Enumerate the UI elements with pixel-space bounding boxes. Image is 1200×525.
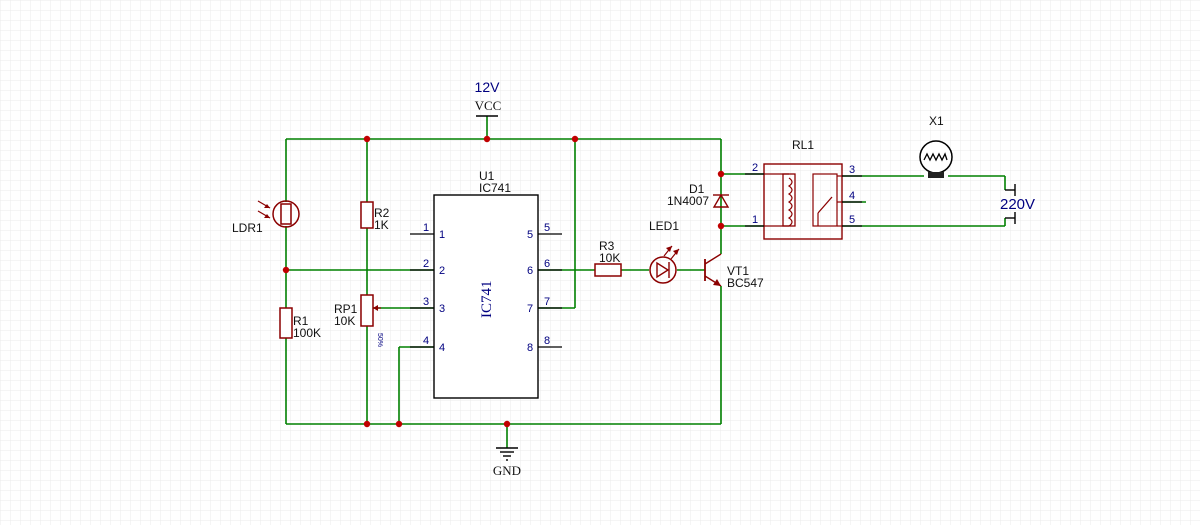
rp1-ref: RP1 <box>334 302 358 316</box>
rl1-pin-3: 3 <box>849 164 855 176</box>
u1-pin-4-name: 4 <box>439 342 445 354</box>
rp1-component[interactable]: RP1 10K 50% <box>334 294 383 347</box>
r1-value: 100K <box>293 326 321 340</box>
rl1-pin-4: 4 <box>849 190 855 202</box>
r1-ref: R1 <box>293 314 309 328</box>
rl1-ref: RL1 <box>792 138 814 152</box>
vt1-part: BC547 <box>727 276 764 290</box>
u1-pin-1-name: 1 <box>439 229 445 241</box>
u1-part: IC741 <box>479 181 511 195</box>
u1-pin-7-name: 7 <box>527 303 533 315</box>
u1-pin-3-name: 3 <box>439 303 445 315</box>
rp1-setting: 50% <box>376 333 383 347</box>
rl1-pin-5: 5 <box>849 214 855 226</box>
d1-component[interactable]: D1 1N4007 <box>667 182 730 208</box>
r1-component[interactable]: R1 100K <box>279 307 321 340</box>
gnd-label: GND <box>493 463 521 478</box>
u1-ref: U1 <box>479 169 495 183</box>
u1-pin-7-num: 7 <box>544 296 550 308</box>
vcc-label: VCC <box>475 98 502 113</box>
r3-component[interactable]: R3 10K <box>594 239 622 277</box>
vt1-ref: VT1 <box>727 264 749 278</box>
u1-pin-5-num: 5 <box>544 222 550 234</box>
d1-part: 1N4007 <box>667 194 709 208</box>
u1-pin-8-num: 8 <box>544 335 550 347</box>
r3-ref: R3 <box>599 239 615 253</box>
vcc-symbol[interactable]: 12V VCC <box>475 79 502 117</box>
u1-body-label: IC741 <box>479 281 495 319</box>
u1-pin-4-num: 4 <box>423 335 429 347</box>
u1-pin-2-num: 2 <box>423 258 429 270</box>
r3-value: 10K <box>599 251 620 265</box>
r2-ref: R2 <box>374 206 390 220</box>
r2-component[interactable]: R2 1K <box>360 201 390 232</box>
mains-source-component[interactable]: 220V <box>1000 184 1035 224</box>
ldr-component[interactable]: LDR1 <box>232 200 300 235</box>
u1-pin-6-name: 6 <box>527 265 533 277</box>
x1-lamp-component[interactable]: X1 <box>919 114 953 178</box>
wires <box>285 116 1006 448</box>
led1-ref: LED1 <box>649 219 679 233</box>
r2-value: 1K <box>374 218 389 232</box>
x1-ref: X1 <box>929 114 944 128</box>
u1-pin-1-num: 1 <box>423 222 429 234</box>
u1-pin-5-name: 5 <box>527 229 533 241</box>
led1-component[interactable]: LED1 <box>649 219 680 284</box>
rl1-component[interactable]: RL1 2 1 3 4 5 <box>745 138 862 240</box>
u1-component[interactable]: U1 IC741 IC741 1 1 2 2 3 3 4 4 5 5 6 6 7… <box>410 169 562 399</box>
rl1-pin-1: 1 <box>752 214 758 226</box>
u1-pin-6-num: 6 <box>544 258 550 270</box>
d1-ref: D1 <box>689 182 705 196</box>
junctions <box>282 135 725 428</box>
rl1-pin-2: 2 <box>752 162 758 174</box>
u1-pin-8-name: 8 <box>527 342 533 354</box>
supply-voltage-label: 12V <box>475 79 501 95</box>
u1-pin-2-name: 2 <box>439 265 445 277</box>
vt1-component[interactable]: VT1 BC547 <box>704 253 764 290</box>
u1-pin-3-num: 3 <box>423 296 429 308</box>
rp1-value: 10K <box>334 314 355 328</box>
mains-label: 220V <box>1000 196 1035 213</box>
gnd-symbol[interactable]: GND <box>493 447 521 478</box>
ldr-ref: LDR1 <box>232 221 263 235</box>
